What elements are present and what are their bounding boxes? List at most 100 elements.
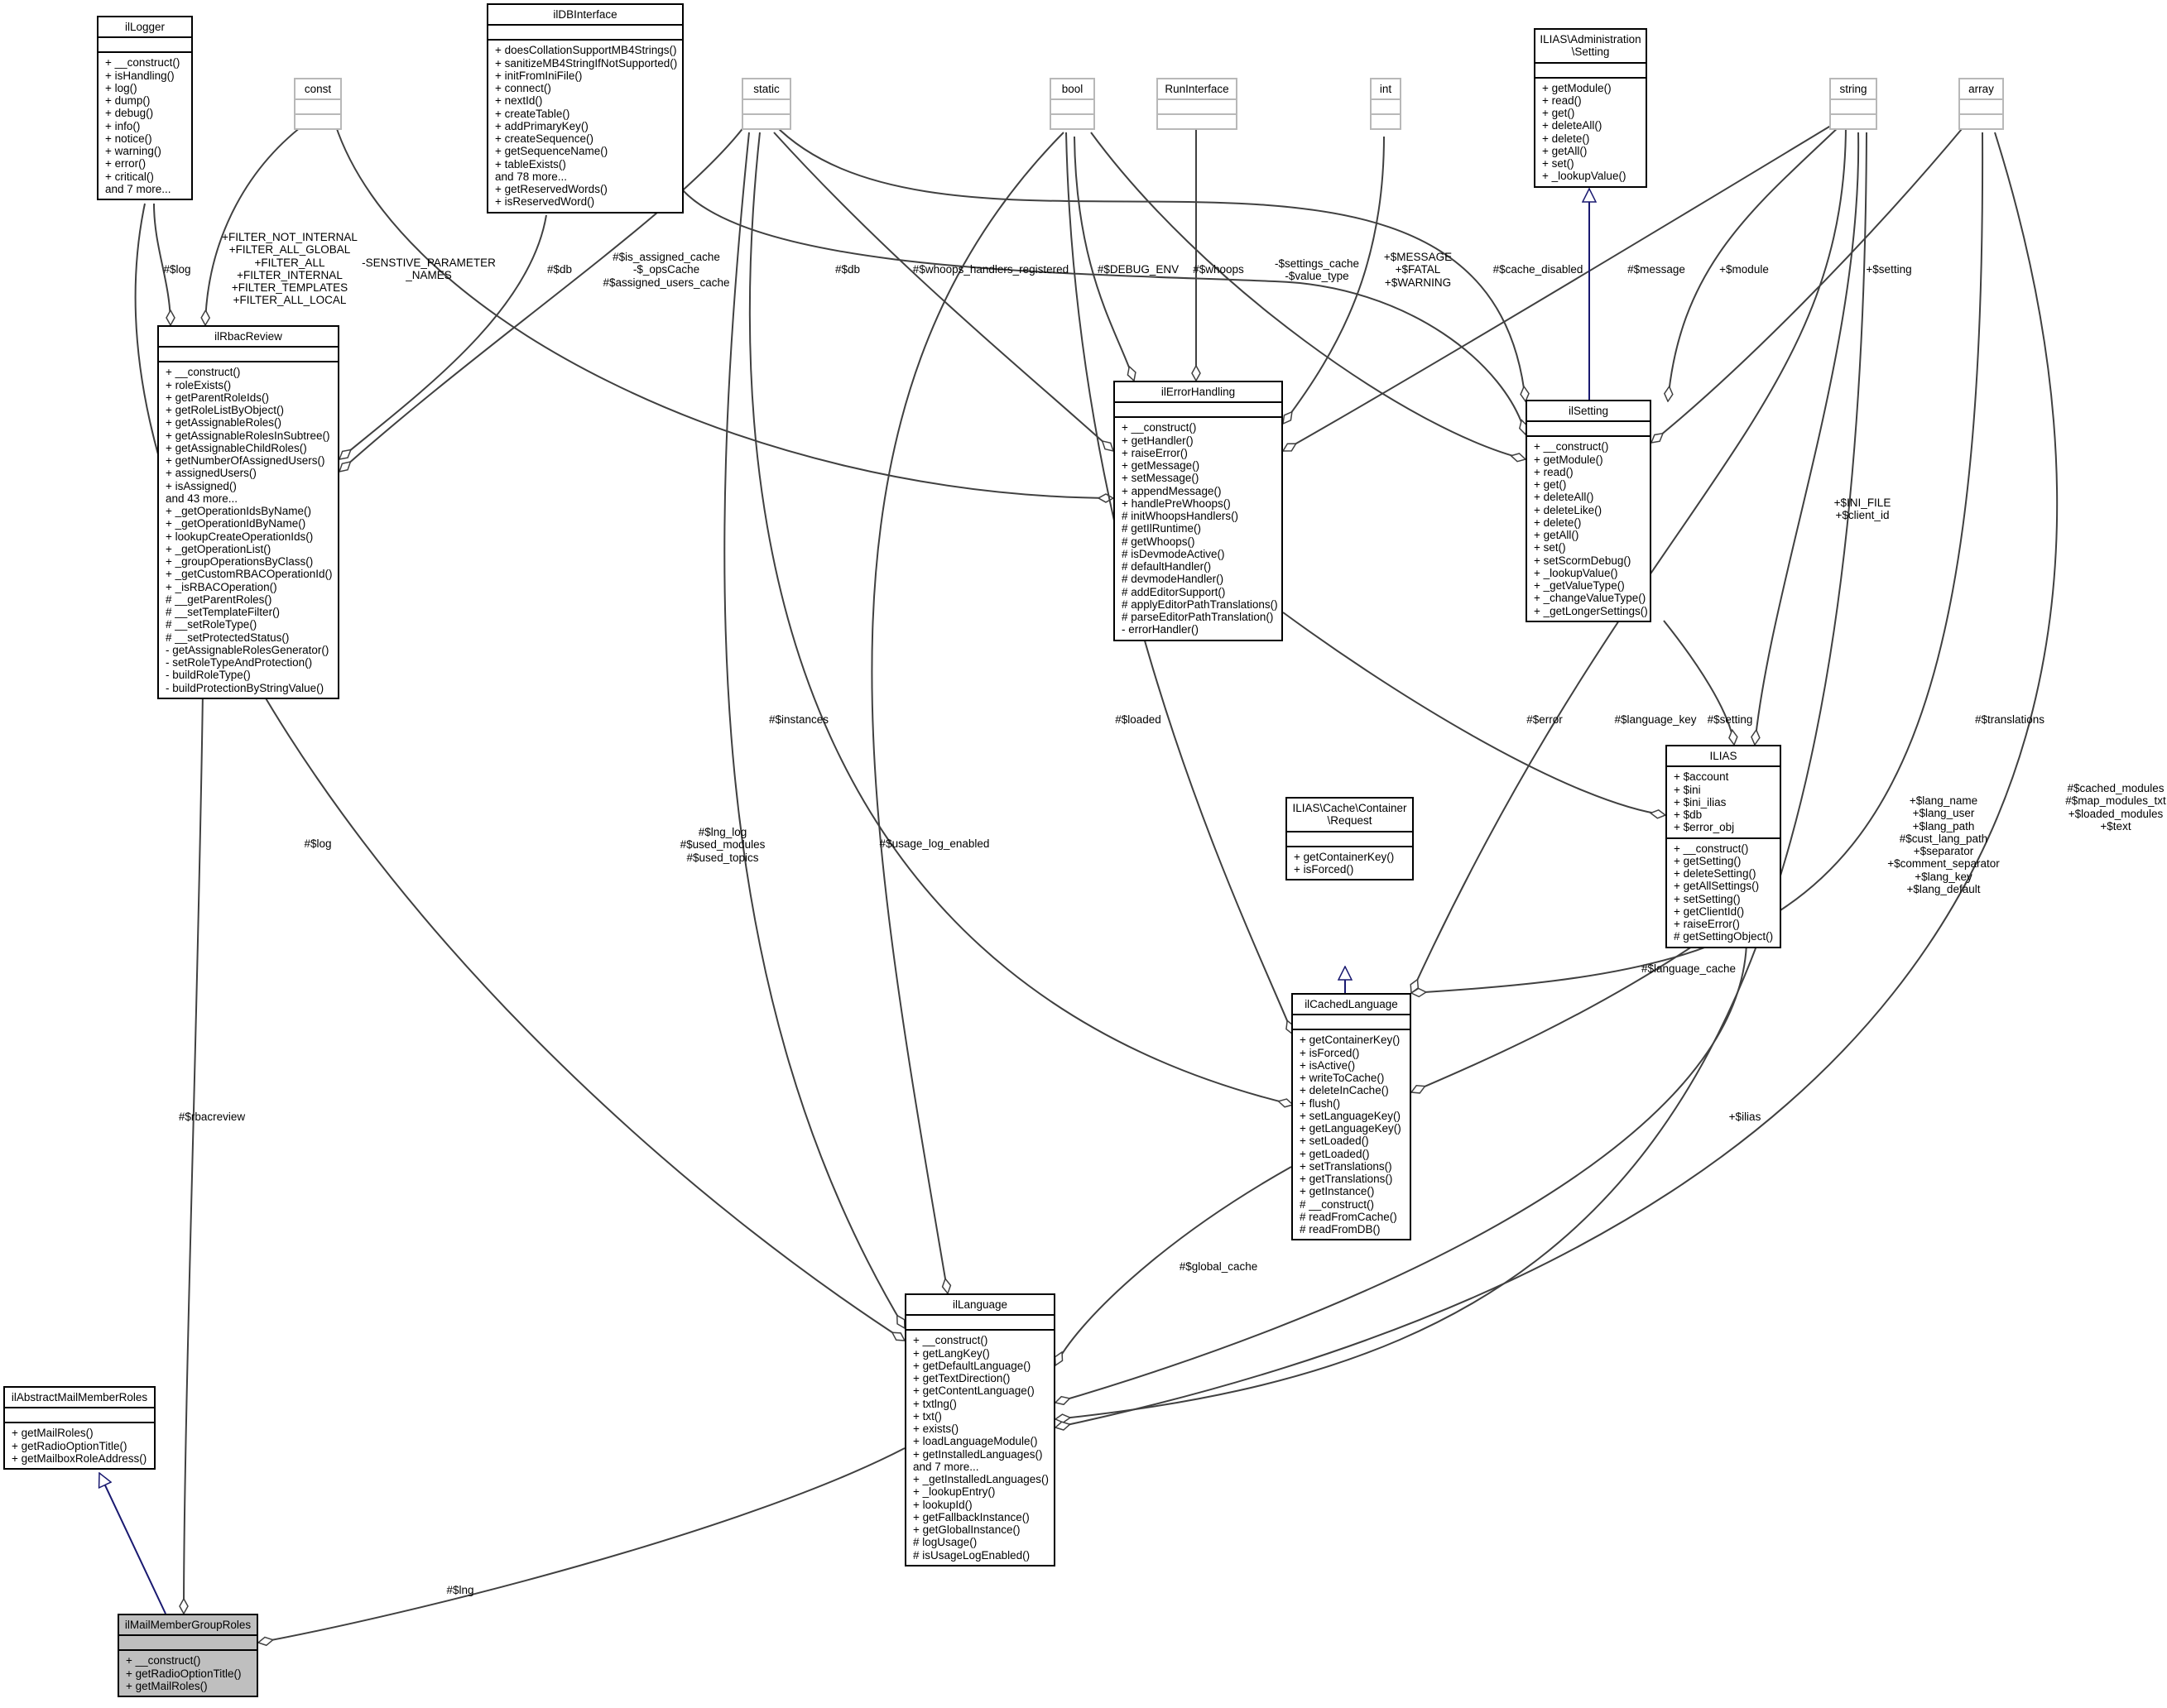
member-row: + setScormDebug(): [1534, 554, 1631, 567]
member-row: + getNumberOfAssignedUsers(): [166, 454, 325, 467]
label-rbacreview: #$rbacreview: [178, 1111, 246, 1123]
member-row: + getAll(): [1542, 144, 1588, 157]
class-ilSetting[interactable]: ilSetting + __construct()+ getModule()+ …: [1526, 400, 1651, 622]
methods-section: + doesCollationSupportMB4Strings()+ sani…: [488, 39, 682, 211]
member-row: and 7 more...: [105, 182, 171, 195]
member-row: + getSequenceName(): [495, 145, 608, 158]
class-ilCachedLanguage[interactable]: ilCachedLanguage + getContainerKey()+ is…: [1291, 993, 1411, 1241]
class-name: ILIAS: [1709, 750, 1737, 762]
member-row: - errorHandler(): [1122, 623, 1199, 636]
label-module: +$module: [1719, 263, 1769, 276]
member-row: + getAll(): [1534, 529, 1579, 541]
class-ILIAS-Administration-Setting[interactable]: ILIAS\Administration \Setting + getModul…: [1534, 28, 1647, 188]
methods-section: + __construct()+ getModule()+ read()+ ge…: [1527, 435, 1650, 621]
class-name: static: [753, 83, 780, 95]
class-name: const: [304, 83, 332, 95]
member-row: # isUsageLogEnabled(): [913, 1548, 1031, 1562]
member-row: + __construct(): [1674, 842, 1749, 855]
member-row: + getGlobalInstance(): [913, 1523, 1021, 1536]
class-bool[interactable]: bool: [1050, 78, 1095, 131]
member-row: + $ini_ilias: [1674, 795, 1727, 808]
label-translations: #$translations: [1974, 713, 2045, 726]
class-ilRbacReview[interactable]: ilRbacReview + __construct()+ roleExists…: [157, 325, 339, 699]
member-row: # getSettingObject(): [1674, 930, 1774, 943]
member-row: + raiseError(): [1122, 446, 1188, 459]
edge-cachedisabled-static-ilSetting: [773, 123, 1526, 401]
class-ILIAS[interactable]: ILIAS + $account+ $ini+ $ini_ilias+ $db+…: [1665, 745, 1781, 948]
attributes-section: [1535, 61, 1646, 77]
class-ilMailMemberGroupRoles[interactable]: ilMailMemberGroupRoles + __construct()+ …: [118, 1614, 258, 1697]
label-whoops-registered: #$whoops_handlers_registered: [912, 263, 1069, 276]
member-row: + raiseError(): [1674, 918, 1740, 930]
class-name: array: [1968, 83, 1994, 95]
class-ilAbstractMailMemberRoles[interactable]: ilAbstractMailMemberRoles + getMailRoles…: [3, 1386, 156, 1470]
member-row: # parseEditorPathTranslation(): [1122, 611, 1274, 623]
class-array[interactable]: array: [1958, 78, 2004, 131]
class-ilErrorHandling[interactable]: ilErrorHandling + __construct()+ getHand…: [1113, 381, 1283, 641]
member-row: + getMailRoles(): [126, 1679, 208, 1692]
member-row: # applyEditorPathTranslations(): [1122, 597, 1278, 611]
edge-db-ilDBInterface-ilRbacReview: [339, 214, 547, 459]
member-row: - buildRoleType(): [166, 669, 251, 682]
member-row: + getMailRoles(): [12, 1427, 94, 1440]
class-name: ilSetting: [1568, 405, 1609, 417]
class-string[interactable]: string: [1829, 78, 1877, 131]
edge-lng-ilLanguage-ilMailMemberGroupRoles: [258, 1447, 906, 1643]
label-debug-env: #$DEBUG_ENV: [1097, 263, 1180, 276]
member-row: + _getOperationList(): [166, 542, 271, 555]
member-row: and 7 more...: [913, 1460, 979, 1473]
methods-section: + getContainerKey()+ isForced(): [1287, 845, 1412, 880]
class-int[interactable]: int: [1370, 78, 1401, 131]
attributes-section: [906, 1314, 1054, 1329]
member-row: and 43 more...: [166, 492, 238, 505]
class-name: bool: [1061, 83, 1084, 95]
member-row: + tableExists(): [495, 157, 566, 170]
member-row: + _getCustomRBACOperationId(): [166, 568, 333, 581]
label-db: #$db: [546, 263, 573, 276]
member-row: + read(): [1534, 465, 1574, 478]
class-ilDBInterface[interactable]: ilDBInterface + doesCollationSupportMB4S…: [487, 3, 684, 214]
attributes-section: [743, 98, 790, 113]
member-row: + getAssignableChildRoles(): [166, 441, 307, 454]
member-row: + _isRBACOperation(): [166, 580, 277, 593]
member-row: + writeToCache(): [1300, 1072, 1385, 1084]
class-name: ILIAS\Cache\Container \Request: [1292, 802, 1407, 828]
methods-section: [1960, 113, 2002, 128]
attributes-section: [119, 1634, 257, 1649]
attributes-section: [488, 24, 682, 39]
attributes-section: [1372, 98, 1400, 113]
edge-setting-ilSetting-ILIAS: [1663, 620, 1734, 745]
member-row: # readFromCache(): [1300, 1210, 1397, 1223]
member-row: + initFromIniFile(): [495, 69, 583, 82]
class-RunInterface[interactable]: RunInterface: [1156, 78, 1237, 131]
member-row: # logUsage(): [913, 1536, 978, 1549]
member-row: + getModule(): [1542, 81, 1612, 94]
methods-section: + getModule()+ read()+ get()+ deleteAll(…: [1535, 76, 1646, 186]
methods-section: [743, 113, 790, 128]
label-settings-cache: -$settings_cache -$value_type: [1274, 257, 1360, 283]
label-lng-log: #$lng_log #$used_modules #$used_topics: [680, 826, 766, 864]
member-row: + txt(): [913, 1409, 942, 1423]
class-name: ilRbacReview: [214, 330, 282, 343]
class-const[interactable]: const: [294, 78, 342, 131]
label-error: #$error: [1526, 713, 1563, 726]
edge-languagekey-string-ilCachedLanguage: [1411, 123, 1847, 993]
label-cache-disabled: #$cache_disabled: [1492, 263, 1583, 276]
methods-section: [1831, 113, 1876, 128]
member-row: + setTranslations(): [1300, 1159, 1392, 1173]
member-row: + deleteAll(): [1542, 119, 1602, 132]
class-static[interactable]: static: [742, 78, 791, 131]
label-usage-log-enabled: #$usage_log_enabled: [879, 837, 990, 850]
member-row: + setMessage(): [1122, 472, 1199, 485]
member-row: + isForced(): [1294, 862, 1354, 876]
member-row: # addEditorSupport(): [1122, 585, 1226, 598]
class-ILIAS-Cache-Container-Request[interactable]: ILIAS\Cache\Container \Request + getCont…: [1285, 797, 1414, 880]
member-row: + createTable(): [495, 107, 570, 120]
methods-section: + __construct()+ getRadioOptionTitle()+ …: [119, 1649, 257, 1696]
class-ilLanguage[interactable]: ilLanguage + __construct()+ getLangKey()…: [905, 1293, 1055, 1566]
class-ilLogger[interactable]: ilLogger + __construct()+ isHandling()+ …: [97, 16, 193, 200]
methods-section: + getMailRoles()+ getRadioOptionTitle()+…: [5, 1422, 154, 1468]
attributes-section: [1831, 98, 1876, 113]
member-row: + info(): [105, 119, 141, 132]
